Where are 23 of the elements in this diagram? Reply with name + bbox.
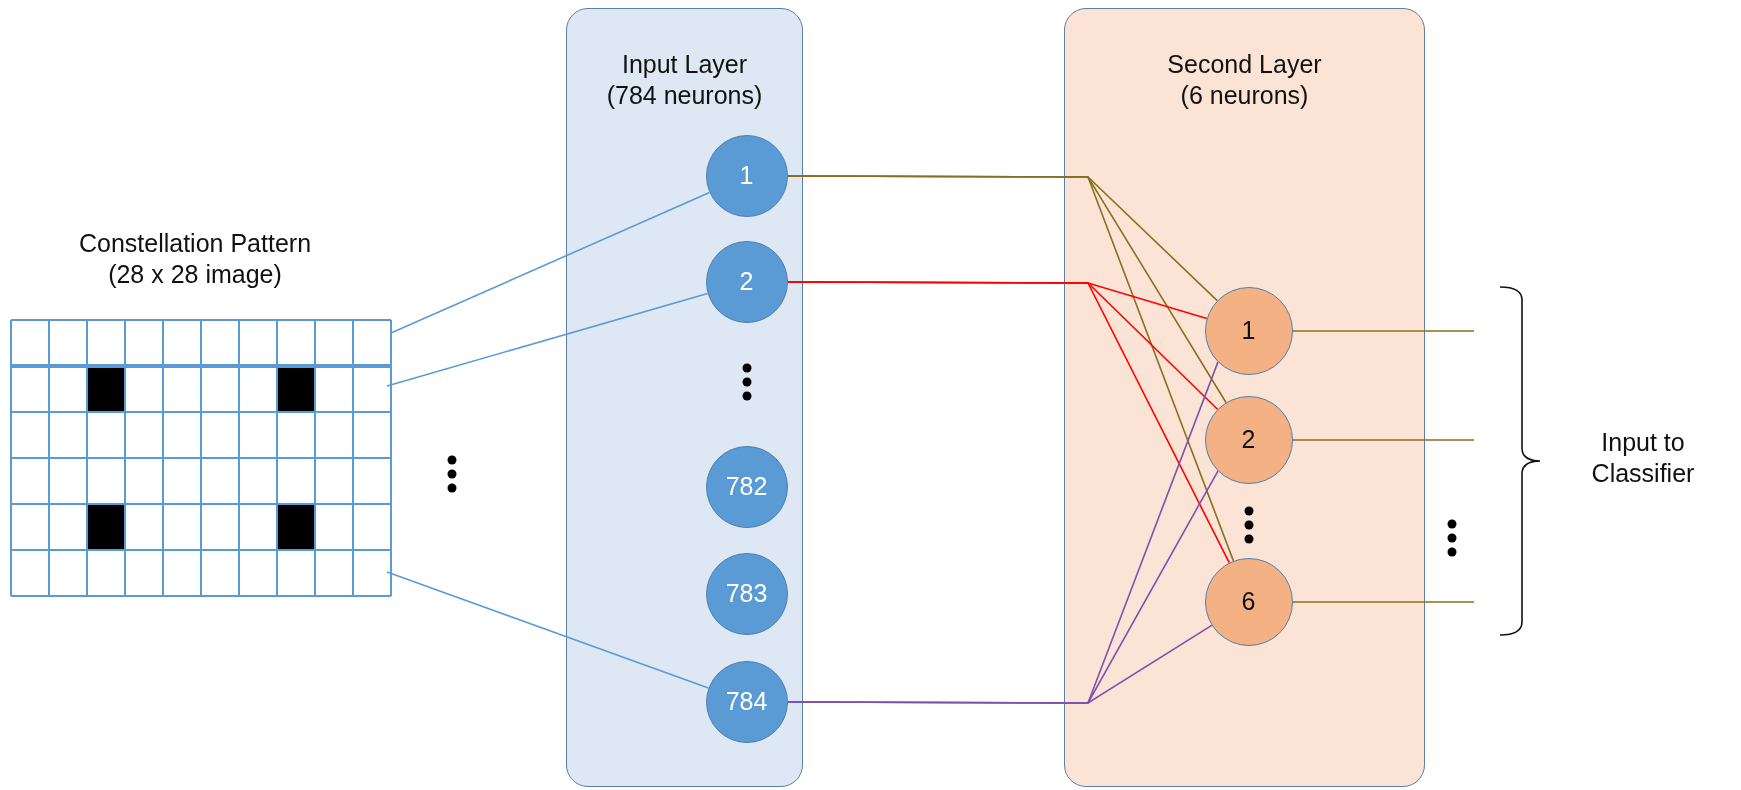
neuron-circle: 1 <box>1204 286 1293 375</box>
layer-title: Second Layer (6 neurons) <box>1166 49 1323 111</box>
connector-line <box>787 175 1235 562</box>
layer-title: Input Layer (784 neurons) <box>605 49 764 111</box>
output-label: Input to Classifier <box>1590 427 1696 489</box>
neuron-circle: 1 <box>705 134 788 217</box>
connector-line <box>1292 330 1475 332</box>
layer-panel <box>1064 8 1425 787</box>
layer-panel <box>566 8 803 787</box>
connector-line <box>787 281 1230 564</box>
connector-line <box>390 191 711 334</box>
connector-line <box>386 292 709 387</box>
neuron-circle: 2 <box>1204 395 1293 484</box>
connector-line <box>1292 601 1475 603</box>
neuron-circle: 6 <box>1204 557 1293 646</box>
connector-line <box>787 624 1213 704</box>
neuron-circle: 784 <box>705 660 788 743</box>
image-title: Constellation Pattern (28 x 28 image) <box>77 228 313 290</box>
neuron-circle: 782 <box>705 445 788 528</box>
neuron-circle: 783 <box>705 552 788 635</box>
connector-line <box>386 571 710 689</box>
neuron-circle: 2 <box>705 240 788 323</box>
connector-line <box>1292 439 1475 441</box>
